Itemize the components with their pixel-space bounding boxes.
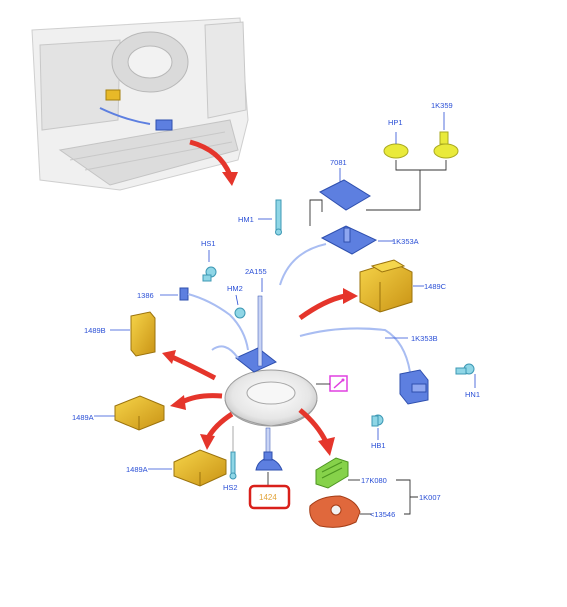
inset-yellow-part <box>105 89 121 101</box>
label-hn1: HN1 <box>465 390 480 399</box>
label-7081: 7081 <box>330 158 347 167</box>
bracket-1k007 <box>396 479 418 515</box>
part-1489a-lower <box>173 449 227 487</box>
part-1k353a <box>320 225 378 255</box>
part-hm2 <box>234 307 246 319</box>
label-1k353a: 1K353A <box>392 237 419 246</box>
cable-b <box>299 327 411 373</box>
part-1k359 <box>433 112 459 159</box>
label-hm1: HM1 <box>238 215 254 224</box>
label-1489c: 1489C <box>424 282 447 291</box>
part-13546 <box>309 495 361 528</box>
part-2a155 <box>211 295 277 373</box>
label-17k080: 17K080 <box>361 476 387 485</box>
arrow-to-1489a-lower <box>205 411 234 440</box>
label-1386: 1386 <box>137 291 154 300</box>
part-hp1 <box>383 132 409 159</box>
label-13546: <13546 <box>370 510 395 519</box>
part-1489c <box>359 259 413 313</box>
part-1489b <box>130 311 156 357</box>
part-17k080 <box>315 457 349 489</box>
label-hs2: HS2 <box>223 483 238 492</box>
arrow-to-17k080 <box>298 408 329 444</box>
part-hs2 <box>229 451 237 480</box>
part-hb1 <box>371 414 384 427</box>
part-7081 <box>319 179 371 211</box>
label-1489a-lower: 1489A <box>126 465 148 474</box>
vehicle-inset <box>31 17 249 191</box>
inset-arrow <box>189 139 238 186</box>
arrow-to-1489a-upper <box>180 393 223 405</box>
part-1489a-upper <box>114 395 165 431</box>
part-1k353b-bracket <box>399 369 429 405</box>
part-hn1 <box>455 363 475 375</box>
label-1k353b: 1K353B <box>411 334 438 343</box>
arrow-to-1489b <box>170 354 217 381</box>
part-hm1 <box>275 199 282 236</box>
label-2a155: 2A155 <box>245 267 267 276</box>
arrow-to-1489c <box>298 293 346 321</box>
part-1386 <box>179 287 249 351</box>
inset-blue-part <box>155 119 173 131</box>
bracket-hp1-1k359 <box>366 160 447 211</box>
label-1k007: 1K007 <box>419 493 441 502</box>
cable-a <box>279 243 327 286</box>
part-hs1 <box>202 266 217 282</box>
label-hs1: HS1 <box>201 239 216 248</box>
label-1424: 1424 <box>259 493 277 502</box>
label-hb1: HB1 <box>371 441 386 450</box>
label-hm2: HM2 <box>227 284 243 293</box>
repair-marker-icon <box>329 375 348 392</box>
label-hp1: HP1 <box>388 118 403 127</box>
label-1489b: 1489B <box>84 326 106 335</box>
label-1k359: 1K359 <box>431 101 453 110</box>
part-1424 <box>255 427 283 471</box>
label-1489a-upper: 1489A <box>72 413 94 422</box>
highlighted-part-1424[interactable]: 1424 <box>248 484 291 510</box>
spare-tire <box>224 369 318 427</box>
